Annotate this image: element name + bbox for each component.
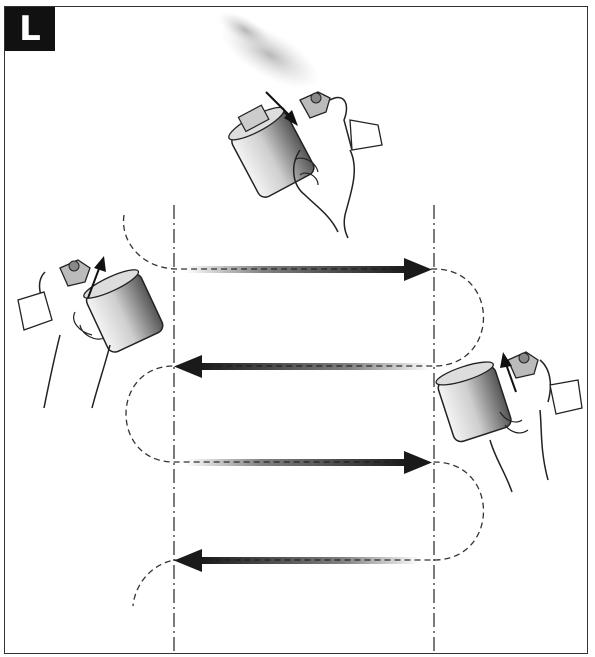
spray-gun-icon	[218, 11, 353, 198]
spray-gun-icon	[17, 256, 164, 353]
figure-label-badge: L	[5, 7, 55, 51]
hand-icon	[293, 119, 383, 239]
pass-arrow-4	[174, 549, 420, 572]
hand-icon	[489, 409, 549, 493]
spray-path-line	[122, 214, 485, 607]
hand-icon	[43, 311, 111, 409]
pass-arrow-3	[185, 451, 432, 474]
pass-arrow-1	[185, 258, 432, 281]
pass-arrow-2	[174, 355, 430, 378]
spray-gun-icon	[435, 351, 583, 443]
